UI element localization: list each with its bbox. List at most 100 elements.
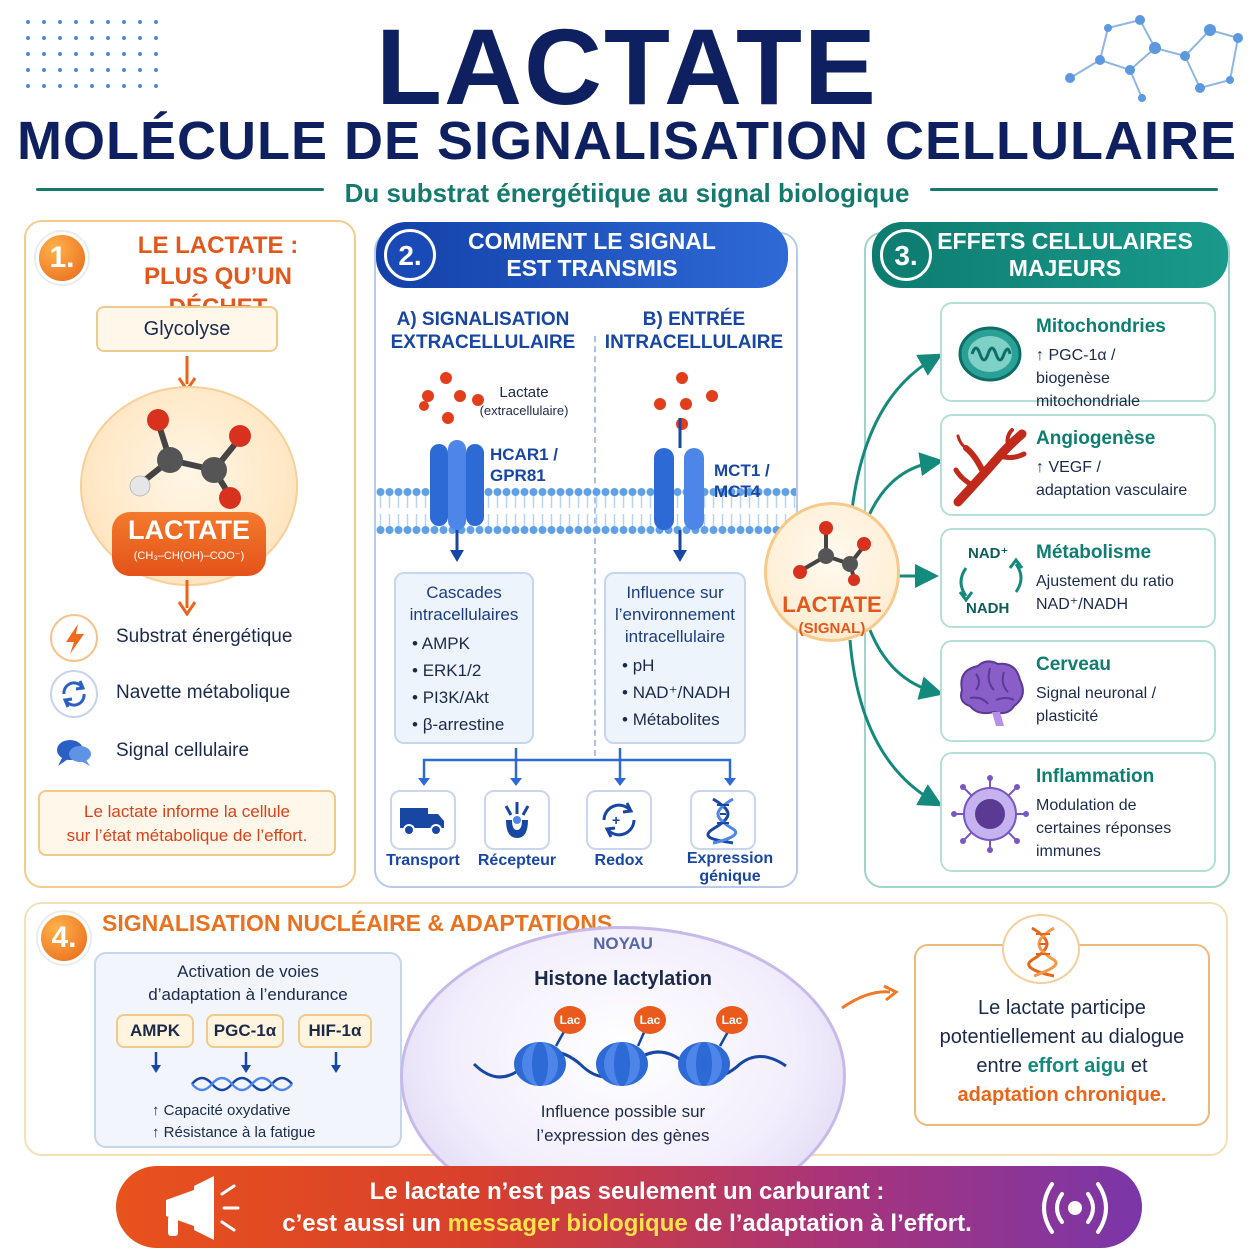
glycolyse-box: Glycolyse bbox=[96, 306, 278, 352]
pill-pgc1a: PGC-1α bbox=[206, 1014, 284, 1048]
adaptation-text: Le lactate participe potentiellement au … bbox=[914, 994, 1210, 1110]
adaptation-line3-a: entre bbox=[976, 1055, 1028, 1077]
nucleus-caption-line1: Influence possible sur bbox=[540, 1102, 706, 1121]
receptor-line1: HCAR1 / bbox=[490, 445, 559, 464]
dot-grid-decoration bbox=[26, 20, 158, 88]
receptor-line2: GPR81 bbox=[490, 466, 546, 485]
list-item: • PI3K/Akt bbox=[412, 688, 489, 707]
extracellular-lactate-label: Lactate (extracellulaire) bbox=[466, 384, 582, 420]
lac-tag: Lac bbox=[554, 1006, 586, 1034]
effect-desc-line2: plasticité bbox=[1036, 708, 1099, 725]
mechanism-label-line1: Expression bbox=[686, 850, 774, 867]
footer-banner bbox=[116, 1166, 1142, 1248]
lactate-molecule-icon bbox=[793, 521, 871, 586]
mechanism-label-expression: Expression génique bbox=[680, 850, 780, 886]
page-subtitle: MOLÉCULE DE SIGNALISATION CELLULAIRE bbox=[17, 111, 1237, 171]
pill-ampk: AMPK bbox=[116, 1014, 194, 1048]
list-item: • β-arrestine bbox=[412, 715, 505, 734]
pathway-arrows bbox=[151, 1052, 341, 1092]
role-item: Signal cellulaire bbox=[50, 728, 340, 776]
nucleus-caption: Influence possible sur l’expression des … bbox=[400, 1100, 846, 1148]
lightning-icon bbox=[50, 614, 98, 662]
cascade-title-line2: intracellulaires bbox=[409, 605, 519, 624]
arrow-down-icon bbox=[177, 580, 197, 616]
nad-top-label: NAD⁺ bbox=[968, 545, 1009, 562]
footer-line2-a: c’est aussi un bbox=[282, 1210, 448, 1237]
lactate-molecule-label: LACTATE bbox=[128, 515, 250, 545]
list-item: • NAD⁺/NADH bbox=[622, 683, 731, 702]
mechanism-label: Redox bbox=[594, 852, 644, 869]
effect-title: Cerveau bbox=[1036, 654, 1111, 675]
endurance-title: Activation de voies d’adaptation à l’end… bbox=[94, 960, 402, 1006]
note-line2: sur l’état métabolique de l’effort. bbox=[66, 826, 308, 845]
nad-bottom-label: NADH bbox=[966, 600, 1010, 617]
role-label: Navette métabolique bbox=[116, 682, 291, 703]
effect-card-inflammation: Inflammation Modulation de certaines rép… bbox=[940, 752, 1216, 872]
col-b-title-line1: B) ENTRÉE bbox=[642, 309, 746, 330]
mct-label: MCT1 / MCT4 bbox=[714, 460, 784, 502]
env-item: pH bbox=[632, 656, 655, 675]
lactate-molecule-badge: LACTATE (CH₃–CH(OH)–COO⁻) bbox=[112, 512, 266, 576]
immune-cell-icon bbox=[951, 775, 1029, 853]
dna-icon bbox=[690, 790, 756, 850]
section-1-number: 1. bbox=[36, 232, 88, 284]
env-item: Métabolites bbox=[632, 710, 720, 729]
mitochondria-icon bbox=[958, 326, 1022, 382]
nucleus-caption-line2: l’expression des gènes bbox=[536, 1126, 710, 1145]
lactate-molecule-icon bbox=[129, 409, 251, 509]
col-a-title-line2: EXTRACELLULAIRE bbox=[390, 332, 576, 353]
hub-sub: (SIGNAL) bbox=[798, 620, 866, 637]
effect-desc-line3: immunes bbox=[1036, 843, 1101, 860]
adaptation-line3-c: et bbox=[1125, 1055, 1148, 1077]
col-a-title-line1: A) SIGNALISATION bbox=[396, 309, 570, 330]
section-3-number: 3. bbox=[880, 229, 932, 281]
env-item: NAD⁺/NADH bbox=[632, 683, 731, 702]
effect-desc: Ajustement du ratio NAD⁺/NADH bbox=[1036, 570, 1174, 616]
mct-transporter-icon bbox=[654, 418, 704, 562]
effect-desc-line1: ↑ PGC-1α / bbox=[1036, 347, 1116, 364]
environment-box-intracellular: Influence sur l’environnement intracellu… bbox=[604, 572, 746, 744]
section-2-banner: 2. COMMENT LE SIGNAL EST TRANSMIS bbox=[376, 222, 788, 288]
effect-desc: ↑ VEGF / adaptation vasculaire bbox=[1036, 456, 1187, 502]
footer-line1: Le lactate n’est pas seulement un carbur… bbox=[369, 1178, 885, 1205]
section-2-title-line1: COMMENT LE SIGNAL bbox=[468, 228, 716, 254]
nad-cycle-icon: NAD⁺ NADH bbox=[946, 538, 1036, 622]
effect-card-mitochondria: Mitochondries ↑ PGC-1α / biogenèse mitoc… bbox=[940, 302, 1216, 410]
lactate-molecule-formula: (CH₃–CH(OH)–COO⁻) bbox=[133, 550, 245, 562]
truck-icon bbox=[390, 790, 456, 850]
hcar1-label: HCAR1 / GPR81 bbox=[490, 444, 572, 486]
highlight-acute-effort: effort aigu bbox=[1027, 1055, 1126, 1077]
effect-desc-line1: Ajustement du ratio bbox=[1036, 573, 1174, 590]
tagline: Du substrat énergétiique au signal biolo… bbox=[344, 178, 910, 208]
effect-desc-line1: ↑ VEGF / bbox=[1036, 459, 1101, 476]
page-title: LACTATE bbox=[376, 6, 878, 127]
lactate-dots-intracellular bbox=[654, 372, 718, 430]
megaphone-icon bbox=[166, 1176, 240, 1240]
effect-title: Mitochondries bbox=[1036, 316, 1166, 337]
env-title-line2: l’environnement bbox=[614, 605, 735, 624]
effect-desc: Modulation de certaines réponses immunes bbox=[1036, 794, 1171, 863]
tagline-divider-left bbox=[36, 188, 324, 191]
arrow-right-icon bbox=[841, 984, 899, 1010]
receptor-icon bbox=[484, 790, 550, 850]
lac-tag: Lac bbox=[716, 1006, 748, 1034]
list-item: • ERK1/2 bbox=[412, 661, 482, 680]
list-item: • AMPK bbox=[412, 634, 470, 653]
blood-vessel-icon bbox=[953, 428, 1027, 507]
lactate-info-note: Le lactate informe la cellule sur l’état… bbox=[38, 790, 336, 856]
effect-title: Inflammation bbox=[1036, 766, 1155, 787]
footer-line2-c: de l’adaptation à l’effort. bbox=[687, 1210, 972, 1237]
adaptation-line1: Le lactate participe bbox=[978, 997, 1146, 1019]
branch-arrows bbox=[418, 748, 736, 786]
nucleus-label: NOYAU bbox=[593, 934, 653, 953]
cascade-item: ERK1/2 bbox=[422, 661, 482, 680]
effect-desc: Signal neuronal / plasticité bbox=[1036, 682, 1156, 728]
list-item: • pH bbox=[622, 656, 655, 675]
cascade-item: AMPK bbox=[421, 634, 470, 653]
outcome-fatigue: ↑ Résistance à la fatigue bbox=[152, 1124, 316, 1141]
endurance-title-line1: Activation de voies bbox=[177, 962, 319, 981]
mechanism-label-line2: génique bbox=[699, 868, 761, 885]
redox-cycle-icon: + bbox=[586, 790, 652, 850]
cascade-title-line1: Cascades bbox=[426, 583, 502, 602]
effect-desc-line2: biogenèse mitochondriale bbox=[1036, 370, 1141, 410]
